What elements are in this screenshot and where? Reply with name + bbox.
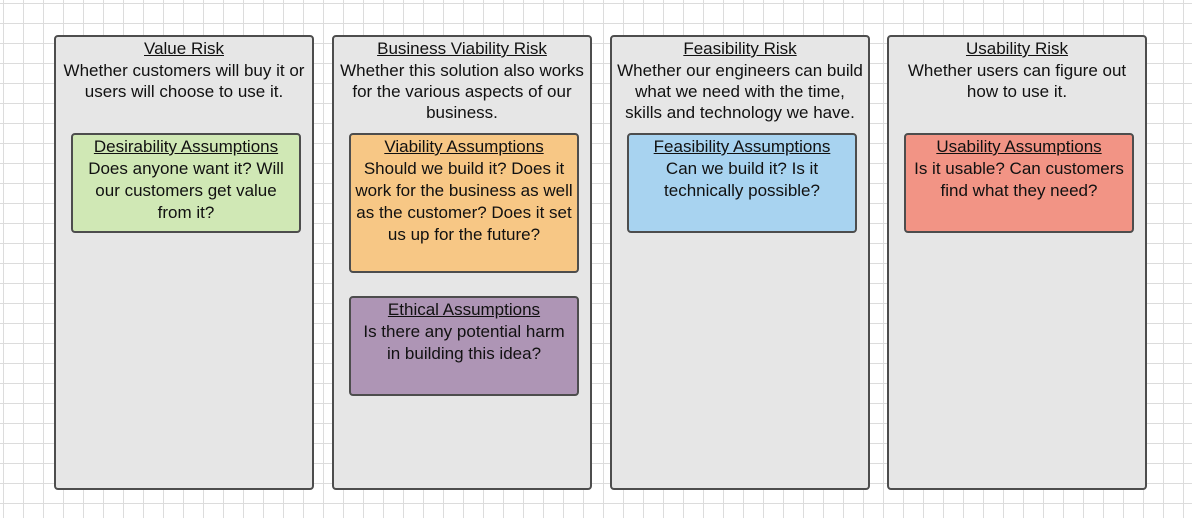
card-desirability-assumptions[interactable]: Desirability Assumptions Does anyone wan… bbox=[71, 133, 301, 233]
card-viability-assumptions[interactable]: Viability Assumptions Should we build it… bbox=[349, 133, 579, 273]
card-title: Usability Assumptions bbox=[936, 137, 1102, 156]
card-title: Feasibility Assumptions bbox=[653, 137, 831, 156]
column-value-risk: Value Risk Whether customers will buy it… bbox=[54, 35, 314, 490]
column-business-viability-risk: Business Viability Risk Whether this sol… bbox=[332, 35, 592, 490]
column-title: Feasibility Risk bbox=[683, 39, 797, 58]
column-description: Whether this solution also works for the… bbox=[340, 61, 584, 122]
card-title: Viability Assumptions bbox=[384, 137, 544, 156]
column-feasibility-risk: Feasibility Risk Whether our engineers c… bbox=[610, 35, 870, 490]
column-title: Usability Risk bbox=[965, 39, 1069, 58]
card-body: Should we build it? Does it work for the… bbox=[355, 159, 573, 244]
column-usability-risk: Usability Risk Whether users can figure … bbox=[887, 35, 1147, 490]
card-body: Is it usable? Can customers find what th… bbox=[914, 159, 1124, 200]
column-description: Whether users can figure out how to use … bbox=[907, 61, 1127, 101]
card-ethical-assumptions[interactable]: Ethical Assumptions Is there any potenti… bbox=[349, 296, 579, 396]
column-title: Value Risk bbox=[144, 39, 224, 58]
card-body: Can we build it? Is it technically possi… bbox=[664, 159, 820, 200]
card-usability-assumptions[interactable]: Usability Assumptions Is it usable? Can … bbox=[904, 133, 1134, 233]
column-description: Whether customers will buy it or users w… bbox=[63, 61, 305, 101]
card-body: Does anyone want it? Will our customers … bbox=[88, 159, 284, 222]
card-title: Ethical Assumptions bbox=[387, 300, 541, 319]
card-feasibility-assumptions[interactable]: Feasibility Assumptions Can we build it?… bbox=[627, 133, 857, 233]
card-title: Desirability Assumptions bbox=[93, 137, 279, 156]
column-description: Whether our engineers can build what we … bbox=[617, 61, 863, 122]
card-body: Is there any potential harm in building … bbox=[363, 322, 565, 363]
column-title: Business Viability Risk bbox=[377, 39, 547, 58]
